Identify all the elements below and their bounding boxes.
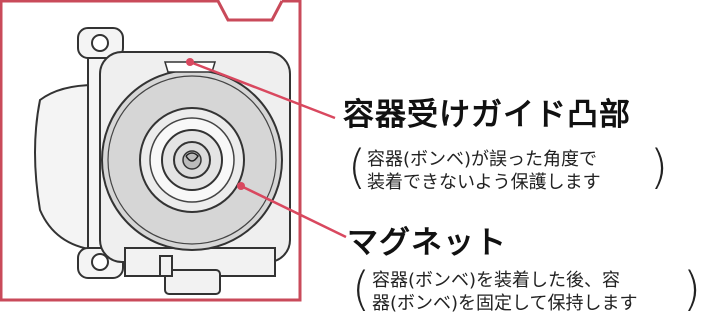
center-hub — [139, 107, 245, 213]
magnet-title: マグネット — [347, 225, 507, 261]
guide-leader-dot — [186, 58, 194, 66]
guide-title: 容器受けガイド凸部 — [343, 97, 631, 133]
close-paren: ) — [683, 262, 701, 316]
guide-desc-line-1: 容器(ボンベ)が誤った角度で — [367, 149, 598, 170]
mount — [124, 247, 276, 295]
guide-protrusion — [163, 61, 217, 73]
open-paren: ( — [348, 140, 366, 194]
close-paren: ) — [650, 140, 668, 194]
detail-frame — [203, 0, 284, 22]
magnet-desc-line-2: 器(ボンベ)を固定して保持します — [372, 293, 638, 314]
magnet-leader-dot — [237, 182, 245, 190]
magnet-desc-line-1: 容器(ボンベ)を装着した後、容 — [372, 270, 621, 291]
guide-leader-line — [189, 60, 336, 120]
open-paren: ( — [352, 262, 370, 316]
detail-frame-box — [0, 0, 302, 302]
magnet-leader-line — [240, 184, 347, 239]
guide-desc-line-2: 装着できないよう保護します — [367, 172, 601, 193]
